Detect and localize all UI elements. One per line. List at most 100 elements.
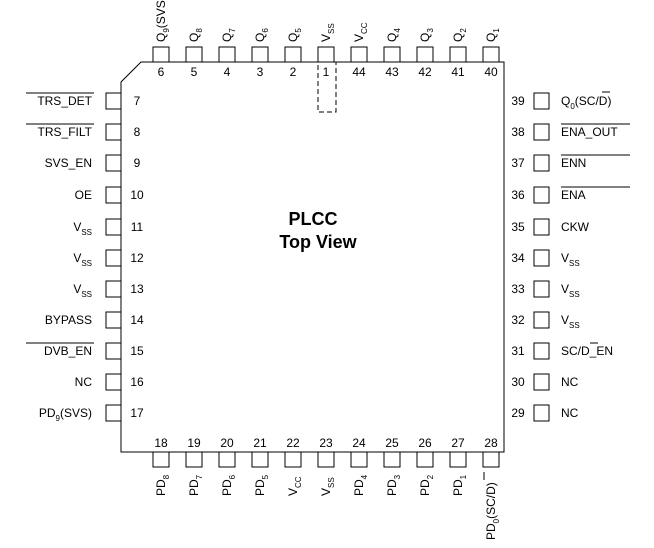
pin-pad-left-13	[105, 280, 122, 298]
pin-label-25: PD3	[385, 474, 402, 496]
pin-number-5: 5	[191, 65, 198, 79]
pin-number-13: 13	[130, 282, 144, 296]
pin-label-11: VSS	[73, 220, 92, 237]
pin-label-5: Q8	[187, 28, 204, 42]
pin-number-43: 43	[385, 65, 399, 79]
pin-label-10: OE	[75, 188, 92, 202]
pin-pad-bottom-28	[482, 451, 500, 468]
pin-pad-right-39	[533, 92, 550, 110]
pin-number-9: 9	[134, 156, 141, 170]
pin-label-7: TRS_DET	[37, 94, 92, 108]
pin-pad-bottom-18	[152, 451, 170, 468]
pin-label-34: VSS	[561, 251, 580, 268]
pin-pad-left-16	[105, 373, 122, 391]
pin-number-11: 11	[131, 220, 144, 234]
pin-label-19: PD7	[187, 474, 204, 496]
pin-number-36: 36	[511, 188, 525, 202]
pin-label-42: Q3	[418, 28, 435, 42]
pin-number-24: 24	[352, 436, 366, 450]
pin-label-16: NC	[75, 375, 93, 389]
pin-number-35: 35	[511, 220, 525, 234]
pin-number-20: 20	[220, 436, 234, 450]
pin-label-21: PD5	[253, 474, 270, 496]
pin-pad-top-2	[284, 46, 302, 63]
pin-label-35: CKW	[561, 220, 590, 234]
pin-number-41: 41	[451, 65, 465, 79]
pin-label-2: Q5	[286, 28, 303, 42]
pin-label-40: Q1	[484, 28, 501, 42]
pin-pad-bottom-20	[218, 451, 236, 468]
pin-pad-left-12	[105, 249, 122, 267]
pin-pad-left-10	[105, 186, 122, 204]
pin-number-32: 32	[511, 313, 525, 327]
pin-number-3: 3	[257, 65, 264, 79]
pin-number-39: 39	[511, 94, 525, 108]
pin-label-43: Q4	[385, 28, 402, 42]
pin-label-31: SC/D_EN	[561, 344, 613, 358]
pin-pad-right-36	[533, 186, 550, 204]
pin-pad-bottom-27	[449, 451, 467, 468]
pin-pad-top-40	[482, 46, 500, 63]
pin-number-21: 21	[253, 436, 267, 450]
pin-pad-top-44	[350, 46, 368, 63]
pin-pad-top-41	[449, 46, 467, 63]
pin-number-40: 40	[484, 65, 498, 79]
pin-pad-left-9	[105, 154, 122, 172]
pin-label-29: NC	[561, 406, 579, 420]
pin-pad-left-14	[105, 311, 122, 329]
pin-label-38: ENA_OUT	[561, 125, 618, 139]
pin-label-15: DVB_EN	[44, 344, 92, 358]
pin-number-19: 19	[187, 436, 201, 450]
pin-pad-left-7	[105, 92, 122, 110]
pin-label-30: NC	[561, 375, 579, 389]
pin-label-39: Q0(SC/D)	[561, 94, 611, 111]
pin-pad-bottom-22	[284, 451, 302, 468]
pin-number-8: 8	[134, 125, 141, 139]
pin-pad-bottom-26	[416, 451, 434, 468]
pin-label-14: BYPASS	[45, 313, 92, 327]
pin-pad-top-6	[152, 46, 170, 63]
pin-pad-top-5	[185, 46, 203, 63]
pin-pad-left-8	[105, 123, 122, 141]
pin-pad-right-33	[533, 280, 550, 298]
pin-label-23: VSS	[319, 477, 336, 496]
package-body	[120, 61, 505, 453]
pin-pad-right-35	[533, 218, 550, 236]
pin-number-17: 17	[130, 406, 144, 420]
pin-number-10: 10	[130, 188, 144, 202]
pin-pad-right-32	[533, 311, 550, 329]
pin-number-1: 1	[323, 65, 330, 79]
pin-label-22: VCC	[286, 476, 303, 496]
pin-pad-right-38	[533, 123, 550, 141]
pin-pad-bottom-23	[317, 451, 335, 468]
pin-number-44: 44	[352, 65, 366, 79]
pin-group: 6Q9(SVS5Q84Q73Q62Q51VSS44VCC43Q442Q341Q2…	[26, 0, 630, 540]
pin-label-3: Q6	[253, 28, 270, 42]
pin-label-13: VSS	[73, 282, 92, 299]
pin-number-31: 31	[511, 344, 525, 358]
pin-number-23: 23	[319, 436, 333, 450]
pin-pad-bottom-21	[251, 451, 269, 468]
pin-pad-right-31	[533, 342, 550, 360]
pin-label-8: TRS_FILT	[38, 125, 93, 139]
pin-number-26: 26	[418, 436, 432, 450]
pin-pad-right-29	[533, 404, 550, 422]
pin-pad-top-1	[317, 46, 335, 63]
pin-label-12: VSS	[73, 251, 92, 268]
pin-number-22: 22	[286, 436, 300, 450]
pin-pad-top-4	[218, 46, 236, 63]
pin-label-9: SVS_EN	[45, 156, 92, 170]
pin-number-16: 16	[130, 375, 144, 389]
pin-label-26: PD2	[418, 474, 435, 496]
pin-number-12: 12	[130, 251, 144, 265]
pin-number-27: 27	[451, 436, 465, 450]
pin-pad-right-37	[533, 154, 550, 172]
pin-label-44: VCC	[352, 22, 369, 42]
package-subtitle: Top View	[279, 232, 357, 252]
pin-pad-left-11	[105, 218, 122, 236]
pin-pad-top-43	[383, 46, 401, 63]
pin-label-36: ENA	[561, 188, 586, 202]
pin-label-6: Q9(SVS	[154, 0, 171, 42]
pin-pad-top-42	[416, 46, 434, 63]
